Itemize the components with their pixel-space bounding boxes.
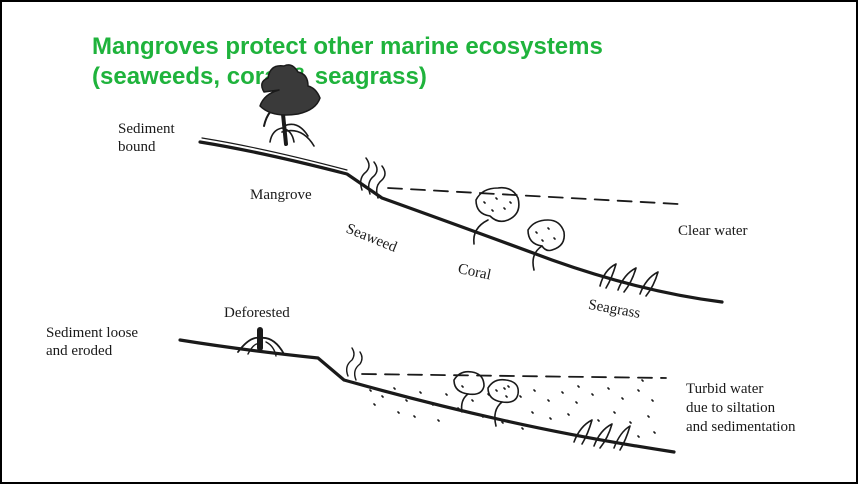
sediment-dots [370, 380, 655, 437]
sediment-loose-label: Sediment loose and eroded [46, 324, 138, 360]
mangrove-label: Mangrove [250, 186, 312, 204]
turbid-water-label: Turbid water due to siltation and sedime… [686, 380, 796, 437]
bottom-seaweed [347, 348, 362, 380]
deforested-label: Deforested [224, 304, 290, 322]
seagrass-blades [600, 264, 658, 296]
turbid-water-surface [362, 374, 666, 378]
sediment-bound-label: Sediment bound [118, 120, 175, 156]
coral-plants [474, 188, 564, 270]
clear-water-label: Clear water [678, 222, 748, 240]
mangrove-tree [260, 65, 320, 146]
clear-water-surface [388, 188, 678, 204]
